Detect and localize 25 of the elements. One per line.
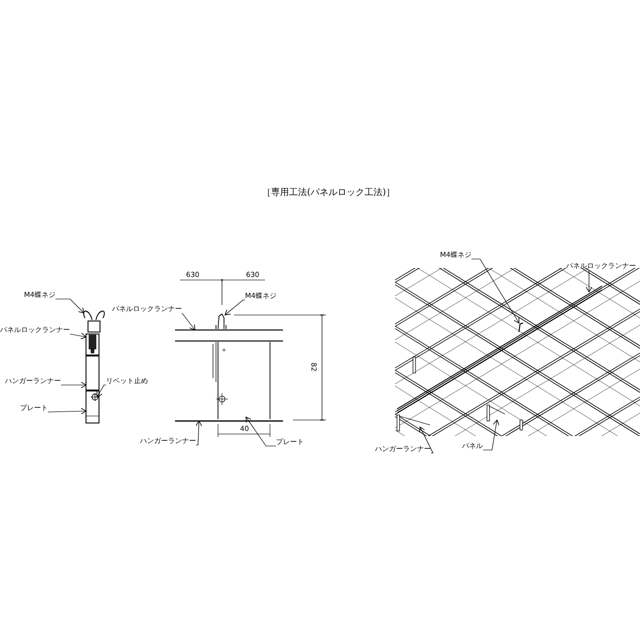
leader-line (182, 312, 196, 330)
leader-line (70, 332, 86, 340)
plate-drawing (86, 390, 100, 424)
leader-line (224, 300, 246, 316)
leader-line (471, 258, 520, 324)
leader-line (195, 420, 202, 446)
bolt-drawing (216, 313, 226, 330)
leader-line (55, 298, 84, 314)
lock-runner-drawing (396, 286, 602, 414)
leader-line (60, 382, 86, 388)
plate-drawing (212, 342, 270, 420)
leader-line (48, 408, 86, 414)
leader-line (482, 420, 500, 450)
lock-runner-drawing (174, 330, 284, 342)
leader-line (586, 270, 592, 292)
rivet-drawing (90, 392, 100, 402)
runner-cap-drawing (86, 334, 100, 356)
leader-line (96, 384, 106, 398)
leader-line (246, 416, 276, 446)
hanger-runner (86, 356, 100, 390)
leader-line (419, 426, 434, 454)
hanger-runner-drawing (396, 414, 430, 432)
panel-drawing (486, 404, 506, 422)
wing-nut-drawing (83, 310, 105, 332)
title: ［専用工法(パネルロック工法)］ (262, 186, 396, 199)
